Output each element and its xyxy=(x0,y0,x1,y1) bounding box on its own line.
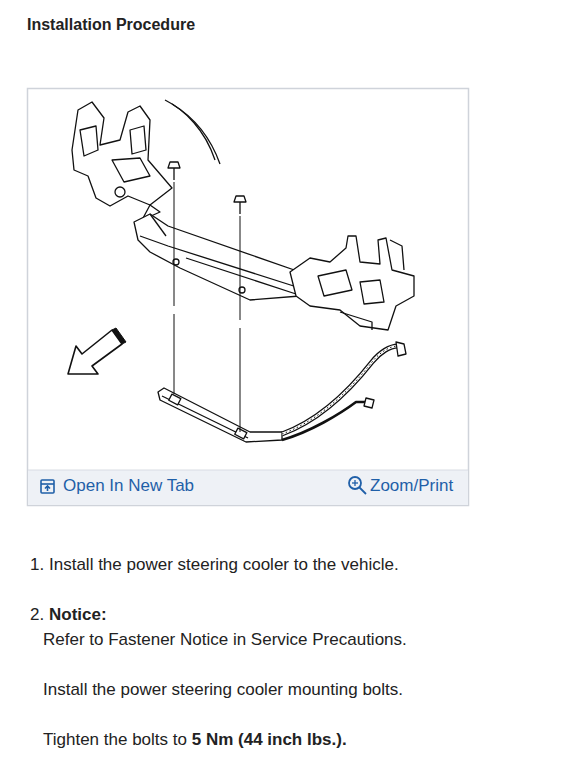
footer-divider xyxy=(28,470,468,471)
punctuation: . xyxy=(342,730,347,749)
text-line: Tighten the bolts to 5 Nm (44 inch lbs.). xyxy=(43,730,347,750)
step-text: Tighten the bolts to xyxy=(43,730,187,749)
link-text: Zoom/Print xyxy=(370,476,453,495)
text-line: 2. xyxy=(30,605,44,625)
notice-heading: Notice: xyxy=(49,605,107,624)
text-line: Install the power steering cooler mounti… xyxy=(43,680,403,700)
step-number: 2. xyxy=(30,605,44,624)
step-number: 1. xyxy=(30,555,44,574)
text-line: Refer to Fastener Notice in Service Prec… xyxy=(43,630,407,650)
text-line: Install the power steering cooler to the… xyxy=(49,555,399,575)
text-line: Installation Procedure xyxy=(27,15,195,34)
link-text: Open In New Tab xyxy=(63,476,194,495)
step-text: Install the power steering cooler mounti… xyxy=(43,680,403,699)
step-text: Install the power steering cooler to the… xyxy=(49,555,399,574)
torque-value: 5 Nm (44 inch lbs.) xyxy=(192,730,342,749)
vehicle-drawing xyxy=(68,100,414,442)
step-text: Refer to Fastener Notice in Service Prec… xyxy=(43,630,407,649)
text-line: Zoom/Print xyxy=(370,476,453,496)
footer-bar xyxy=(28,470,468,505)
text-line: Open In New Tab xyxy=(63,476,194,496)
page-title: Installation Procedure xyxy=(27,16,195,33)
figure-frame xyxy=(28,89,469,506)
new-tab-icon xyxy=(41,480,54,493)
text-line: 1. xyxy=(30,555,44,575)
zoom-icon xyxy=(349,477,366,494)
text-line: Notice: xyxy=(49,605,107,625)
